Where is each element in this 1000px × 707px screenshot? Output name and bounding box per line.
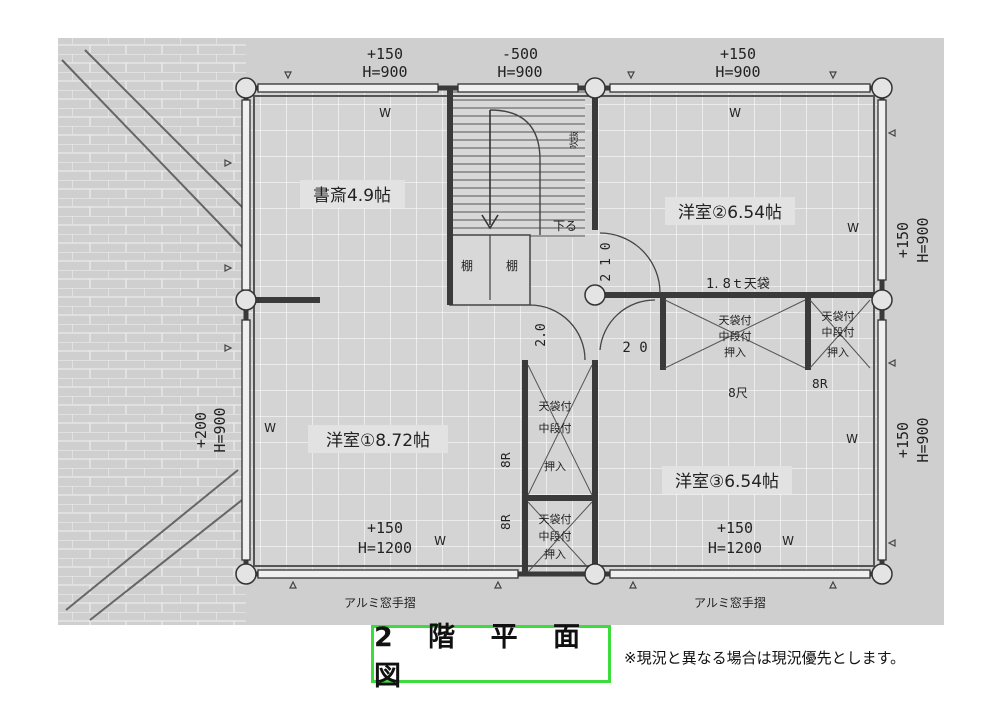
window-right-upper-height: H=900 (914, 217, 932, 262)
closet-w3-oshiire: 押入 (544, 547, 566, 561)
w-mark-bottom-left: W (434, 534, 446, 548)
closet-w2b-attic: 天袋付 (822, 309, 855, 323)
stair-curve (489, 109, 541, 235)
attic-storage-label: 1. 8ｔ天袋 (706, 277, 770, 292)
study-label-bg (300, 180, 405, 208)
w-mark-right-lower: W (846, 432, 858, 446)
window-top-mid-offset: -500 (502, 45, 538, 63)
balcony-diagonals (61, 49, 246, 621)
closet-w1-attic: 天袋付 (539, 399, 572, 413)
rail-label-left: アルミ窓手摺 (344, 595, 416, 610)
w-mark-study: W (379, 106, 391, 120)
closet-w3-mid: 中段付 (539, 529, 572, 543)
room-western3-label: 洋室③6.54帖 (675, 472, 779, 492)
room-western1-label: 洋室①8.72帖 (326, 431, 430, 451)
window-bottom-right-height: H=1200 (708, 539, 762, 557)
stair-arrow-head (481, 214, 499, 230)
door-width-w3: 2 0 (622, 340, 647, 356)
stair-void-label: 吹抜 (568, 131, 580, 149)
wall-markers (224, 71, 896, 589)
closet-w1-mid: 中段付 (539, 421, 572, 435)
shelf-label-right: 棚 (506, 258, 518, 273)
window-left-mid-height: H=900 (211, 407, 229, 452)
door-width-mid: 2.0 (534, 323, 549, 346)
closet-w2-mid: 中段付 (719, 329, 752, 343)
closet-size-8r-right: 8R (812, 377, 828, 391)
disclaimer-note: ※現況と異なる場合は現況優先とします。 (624, 649, 906, 667)
door-width-upper: 2 1 0 (599, 242, 614, 281)
western3-label-bg (662, 466, 792, 494)
closet-w2-attic: 天袋付 (719, 313, 752, 327)
closet-w2b-oshiire: 押入 (827, 345, 849, 359)
window-right-lower-offset: +150 (894, 422, 912, 458)
closet-size-8shaku: 8尺 (728, 386, 748, 400)
window-left-mid-offset: +200 (192, 412, 210, 448)
closet-w1-oshiire: 押入 (544, 459, 566, 473)
balcony-area (58, 38, 246, 625)
wall-inner-lines (253, 95, 875, 567)
floor-plan-drawing: 書斎4.9帖 洋室①8.72帖 洋室②6.54帖 洋室③6.54帖 +150 H… (58, 38, 944, 625)
closet-w2b-mid: 中段付 (822, 325, 855, 339)
window-top-left-offset: +150 (367, 45, 403, 63)
w-mark-western2: W (729, 106, 741, 120)
closet-size-8r-left-a: 8R (499, 452, 513, 468)
windows (241, 83, 887, 579)
window-bottom-left-height: H=1200 (358, 539, 412, 557)
staircase (450, 88, 585, 238)
page-title: 2 階 平 面 図 (371, 622, 611, 692)
window-right-lower-height: H=900 (914, 417, 932, 462)
window-top-left-height: H=900 (362, 63, 407, 81)
window-top-right-height: H=900 (715, 63, 760, 81)
door-swings (529, 232, 661, 361)
w-mark-right-upper: W (847, 221, 859, 235)
western1-label-bg (308, 425, 448, 453)
window-bottom-right-offset: +150 (717, 519, 753, 537)
closet-w2-oshiire: 押入 (724, 345, 746, 359)
columns (235, 77, 893, 585)
room-western2-label: 洋室②6.54帖 (678, 203, 782, 223)
window-top-right-offset: +150 (720, 45, 756, 63)
stair-down-label: 下る (553, 219, 577, 233)
window-right-upper-offset: +150 (894, 222, 912, 258)
w-mark-bottom-right: W (782, 534, 794, 548)
closet-w3-attic: 天袋付 (539, 512, 572, 526)
interior-walls (246, 88, 875, 574)
closet-size-8r-left-b: 8R (499, 514, 513, 530)
window-bottom-left-offset: +150 (367, 519, 403, 537)
shelf-label-left: 棚 (461, 258, 473, 273)
closet-crosses (527, 299, 871, 573)
rail-label-right: アルミ窓手摺 (694, 595, 766, 610)
room-study-label: 書斎4.9帖 (313, 186, 391, 206)
western2-label-bg (665, 197, 795, 225)
window-top-mid-height: H=900 (497, 63, 542, 81)
w-mark-left: W (264, 421, 276, 435)
